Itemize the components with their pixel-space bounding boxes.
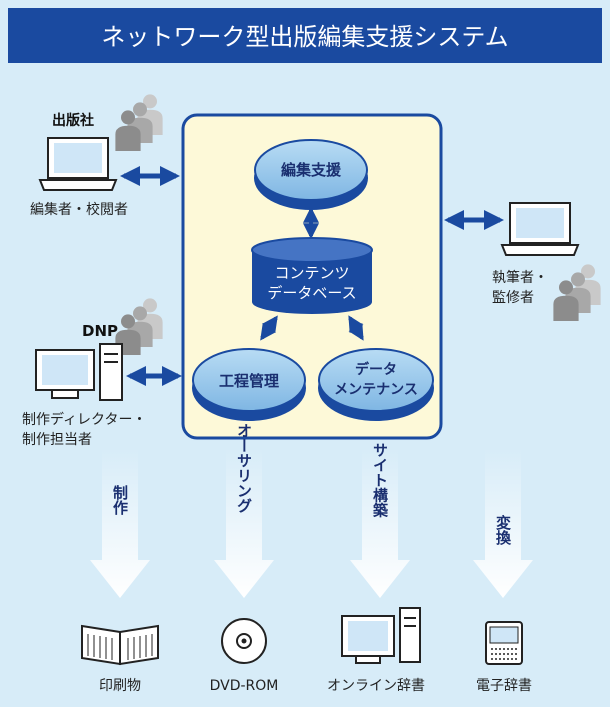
diagram-title: ネットワーク型出版編集支援システム (101, 23, 508, 51)
e-dictionary-icon (485, 621, 523, 665)
dnp-role-label-1: 制作ディレクター・ (22, 411, 146, 428)
dnp-org-label: DNP (82, 322, 118, 340)
flow-label-convert: 変換 (494, 514, 512, 546)
output-label-edict: 電子辞書 (476, 678, 532, 694)
process-management-module: 工程管理 (192, 348, 306, 421)
flow-arrow-convert (473, 448, 533, 598)
flow-label-print: 制作 (111, 484, 129, 516)
db-maintenance-arrow (348, 315, 364, 341)
output-label-dvd: DVD-ROM (210, 678, 279, 694)
process-management-label: 工程管理 (219, 372, 279, 390)
data-maintenance-module: データ メンテナンス (318, 348, 434, 421)
header-bar (8, 8, 602, 63)
computer-icon (341, 607, 421, 664)
db-process-arrow (260, 315, 278, 341)
publisher-org-label: 出版社 (52, 112, 94, 129)
dnp-role-label-2: 制作担当者 (22, 432, 92, 448)
desktop-computer-icon (35, 343, 123, 401)
publisher-role-label: 編集者・校閲者 (30, 201, 128, 218)
laptop-icon (38, 137, 118, 191)
flow-arrow-site (350, 448, 410, 598)
flow-label-site: サイト構築 (371, 443, 389, 519)
output-label-print: 印刷物 (99, 678, 141, 694)
flow-label-authoring: オーサリング (235, 423, 253, 513)
content-database-cylinder: コンテンツ データベース (251, 237, 373, 314)
book-icon (81, 624, 159, 666)
data-maintenance-label-1: データ (355, 361, 397, 378)
flow-arrow-print (90, 448, 150, 598)
output-label-online: オンライン辞書 (327, 678, 425, 694)
writer-role-label-2: 監修者 (492, 289, 534, 306)
disc-icon (221, 618, 267, 664)
database-label-1: コンテンツ (274, 264, 349, 282)
data-maintenance-label-2: メンテナンス (334, 382, 418, 398)
writer-role-label-1: 執筆者・ (492, 270, 548, 286)
database-label-2: データベース (267, 284, 356, 302)
flow-arrow-authoring (214, 448, 274, 598)
laptop-icon (500, 202, 580, 256)
editing-support-module: 編集支援 (254, 139, 368, 210)
editing-support-label: 編集支援 (281, 161, 342, 179)
